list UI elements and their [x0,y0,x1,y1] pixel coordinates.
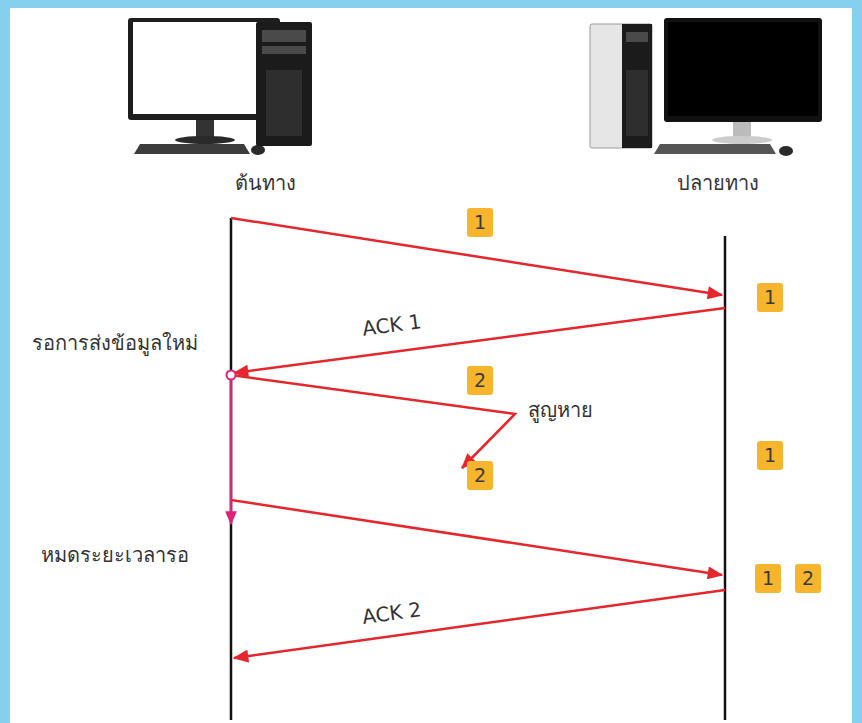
source-timeline [230,218,233,720]
source-label: ต้นทาง [235,171,296,195]
monitor-frame [664,18,822,122]
packet-box: 2 [467,461,493,490]
wait-label: รอการส่งข้อมูลใหม่ [32,331,198,355]
tower-grille [626,70,648,136]
ack-label: ACK 2 [361,597,423,629]
packet-number: 2 [474,369,486,392]
monitor-base [175,136,235,144]
source-computer [128,18,312,155]
destination-computer [590,18,822,156]
packet-number: 1 [764,444,776,467]
packet-number: 1 [474,211,486,234]
packet-box: 1 [757,283,783,312]
monitor-screen [668,22,818,116]
resend-arrow [231,500,722,575]
tower [256,22,312,146]
tower [590,24,652,148]
ack-arrow [234,308,725,373]
mouse [251,145,265,155]
packet-box: 2 [795,564,821,593]
packet-number: 1 [762,567,774,590]
ack-label: ACK 1 [361,309,423,341]
tower-bay [262,46,306,54]
packet-box: 2 [467,366,493,395]
packet-box: 1 [757,441,783,470]
timeout-start [227,371,236,380]
monitor-stand [196,120,214,138]
monitor-base [712,136,772,144]
packet-box: 1 [755,564,781,593]
keyboard [654,144,776,154]
tower-grille [266,70,302,136]
packet-number: 2 [802,567,814,590]
monitor-screen [133,22,275,114]
packet-number: 1 [764,286,776,309]
packet-box: 1 [467,208,493,237]
tower-bay [262,30,306,42]
destination-label: ปลายทาง [677,171,759,195]
tower-bay [626,32,648,42]
keyboard [134,144,250,154]
tower-front [622,24,652,148]
lost-label: สูญหาย [528,398,593,422]
packet-number: 2 [474,464,486,487]
ack-arrow [234,590,725,658]
monitor-stand [733,122,751,138]
timeout-label: หมดระยะเวลารอ [41,543,189,567]
timeout-arrow [230,379,233,524]
mouse [779,146,793,156]
